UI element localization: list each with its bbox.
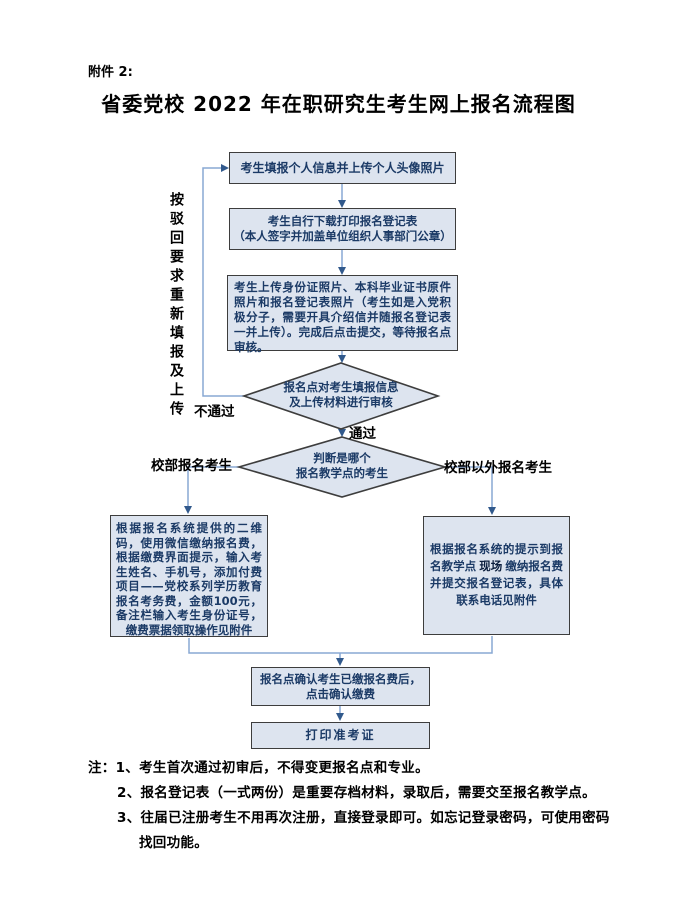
node-upload-documents: 考生上传身份证照片、本科毕业证书原件照片和报名登记表照片（考生如是入党积极分子，… xyxy=(227,275,458,354)
label-campus-applicants: 校部报名考生 xyxy=(151,458,232,474)
note-line-4: 找回功能。 xyxy=(139,835,208,851)
decision-review-text: 报名点对考生填报信息 及上传材料进行审核 xyxy=(261,380,421,410)
decision-judge-line2: 报名教学点的考生 xyxy=(296,466,388,480)
arrowhead-offsite xyxy=(488,507,496,515)
note-line-2: 2、报名登记表（一式两份）是重要存档材料，录取后，需要交至报名教学点。 xyxy=(117,785,596,801)
node-fill-personal-info-text: 考生填报个人信息并上传个人头像照片 xyxy=(240,160,445,175)
node-download-form-line2: （本人签字并加盖单位组织人事部门公章） xyxy=(233,229,452,243)
arrowhead-print xyxy=(336,713,344,721)
arrowhead-confirm xyxy=(336,658,344,666)
attachment-label: 附件 2: xyxy=(88,65,133,80)
label-passed: 通过 xyxy=(349,426,376,442)
arrowhead-review xyxy=(338,355,346,363)
decision-judge-line1: 判断是哪个 xyxy=(313,451,371,465)
node-print-ticket-text: 打印准考证 xyxy=(305,728,376,742)
label-not-passed: 不通过 xyxy=(194,404,235,420)
arrowhead-feedback xyxy=(221,164,229,172)
node-confirm-payment-line2: 点击确认缴费 xyxy=(306,686,375,701)
node-upload-documents-text: 考生上传身份证照片、本科毕业证书原件照片和报名登记表照片（考生如是入党积极分子，… xyxy=(234,280,451,354)
connector-merge-left xyxy=(188,638,340,654)
node-offsite-onsite-pay: 根据报名系统的提示到报名教学点现场缴纳报名费并提交报名登记表，具体联系电话见附件 xyxy=(423,516,570,635)
decision-review-line2: 及上传材料进行审核 xyxy=(289,395,393,409)
arrowhead-upload xyxy=(338,267,346,275)
page-title: 省委党校 2022 年在职研究生考生网上报名流程图 xyxy=(101,92,576,116)
label-offsite-applicants: 校部以外报名考生 xyxy=(444,460,552,476)
label-redo-vertical: 按驳回要求重新填报及上传 xyxy=(168,192,184,420)
decision-review-line1: 报名点对考生填报信息 xyxy=(283,380,399,394)
arrowhead-download xyxy=(338,200,346,208)
node-confirm-payment: 报名点确认考生已缴报名费后， 点击确认缴费 xyxy=(251,667,430,706)
node-offsite-onsite-pay-text: 根据报名系统的提示到报名教学点现场缴纳报名费并提交报名登记表，具体联系电话见附件 xyxy=(430,542,563,607)
node-print-ticket: 打印准考证 xyxy=(251,722,430,749)
node-fill-personal-info: 考生填报个人信息并上传个人头像照片 xyxy=(229,152,456,184)
offsite-pay-pre: 根据报名系统的提示到报名教学点 xyxy=(430,542,563,573)
node-download-form-line1: 考生自行下载打印报名登记表 xyxy=(267,214,418,228)
arrowhead-campus xyxy=(184,506,192,514)
offsite-pay-bold: 现场 xyxy=(479,559,503,573)
note-line-1: 注：1、考生首次通过初审后，不得变更报名点和专业。 xyxy=(88,760,429,776)
decision-judge-text: 判断是哪个 报名教学点的考生 xyxy=(262,451,422,481)
offsite-pay-post: 缴纳报名费并提交报名登记表，具体联系电话见附件 xyxy=(430,559,564,607)
connector-merge-right xyxy=(340,636,493,654)
node-campus-wechat-pay-text: 根据报名系统提供的二维码，使用微信缴纳报名费，根据缴费界面提示，输入考生姓名、手… xyxy=(116,521,262,637)
node-campus-wechat-pay: 根据报名系统提供的二维码，使用微信缴纳报名费，根据缴费界面提示，输入考生姓名、手… xyxy=(110,515,268,637)
note-line-3: 3、往届已注册考生不用再次注册，直接登录即可。如忘记登录密码，可使用密码 xyxy=(117,810,610,826)
arrowhead-judge xyxy=(338,429,346,437)
node-confirm-payment-line1: 报名点确认考生已缴报名费后， xyxy=(260,671,421,686)
node-download-form: 考生自行下载打印报名登记表 （本人签字并加盖单位组织人事部门公章） xyxy=(229,208,456,250)
